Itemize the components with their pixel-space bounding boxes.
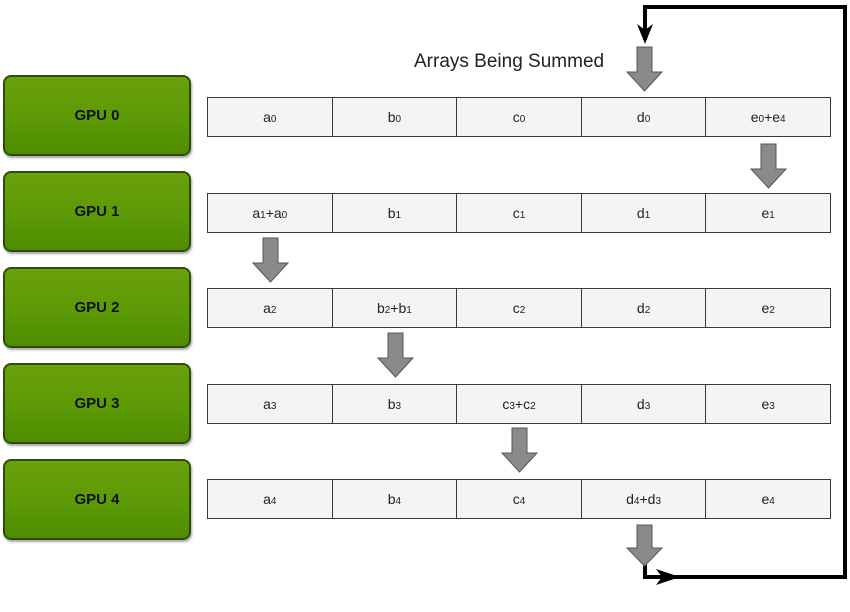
gpu-3-box: GPU 3 bbox=[3, 363, 191, 444]
cell-term: +e bbox=[764, 109, 781, 125]
cell-term: e bbox=[750, 109, 759, 125]
cell-term: d bbox=[636, 205, 645, 221]
cell-term: c bbox=[502, 396, 510, 412]
gpu-4-label: GPU 4 bbox=[74, 491, 120, 508]
input-arrow bbox=[625, 46, 664, 92]
c-column-arrow bbox=[500, 427, 539, 473]
cell-term: d bbox=[636, 109, 645, 125]
cell-term: a bbox=[263, 300, 271, 316]
gpu-2-box: GPU 2 bbox=[3, 267, 191, 348]
a-column-arrow bbox=[251, 237, 290, 283]
cell-term: c bbox=[512, 109, 520, 125]
wraparound-connector bbox=[643, 5, 847, 579]
cell-term: a bbox=[263, 491, 271, 507]
cell-term: +b bbox=[390, 300, 407, 316]
gpu-0-box: GPU 0 bbox=[3, 75, 191, 156]
cell-term: d bbox=[636, 300, 645, 316]
cell-term: e bbox=[761, 491, 770, 507]
e-column-arrow bbox=[749, 143, 788, 189]
cell-term: b bbox=[387, 396, 396, 412]
cell-term: d bbox=[626, 491, 634, 507]
cell-term: b bbox=[387, 109, 396, 125]
cell-term: c bbox=[512, 300, 520, 316]
gpu-1-label: GPU 1 bbox=[74, 203, 120, 220]
cell-term: c bbox=[512, 205, 520, 221]
arrays-being-summed-title: Arrays Being Summed bbox=[414, 51, 605, 72]
gpu-1-box: GPU 1 bbox=[3, 171, 191, 252]
cell-term: b bbox=[376, 300, 385, 316]
cell-term: a bbox=[252, 205, 261, 221]
cell-term: a bbox=[263, 396, 271, 412]
wraparound-bottom-arrowhead bbox=[656, 569, 680, 585]
cell-term: c bbox=[512, 491, 520, 507]
gpu-0-label: GPU 0 bbox=[74, 107, 120, 124]
gpu-4-box: GPU 4 bbox=[3, 459, 191, 540]
gpu-2-label: GPU 2 bbox=[74, 299, 120, 316]
cell-term: d bbox=[636, 396, 645, 412]
cell-term: a bbox=[263, 109, 271, 125]
gpu-3-label: GPU 3 bbox=[74, 395, 120, 412]
output-arrow bbox=[625, 524, 664, 567]
wraparound-top-arrowhead bbox=[637, 24, 653, 44]
cell-term: +c bbox=[514, 396, 531, 412]
cell-term: b bbox=[387, 491, 396, 507]
cell-term: b bbox=[387, 205, 396, 221]
cell-term: e bbox=[761, 205, 770, 221]
cell-term: e bbox=[761, 300, 770, 316]
cell-term: e bbox=[761, 396, 770, 412]
cell-term: +a bbox=[265, 205, 282, 221]
cell-term: +d bbox=[639, 491, 656, 507]
b-column-arrow bbox=[376, 332, 415, 378]
